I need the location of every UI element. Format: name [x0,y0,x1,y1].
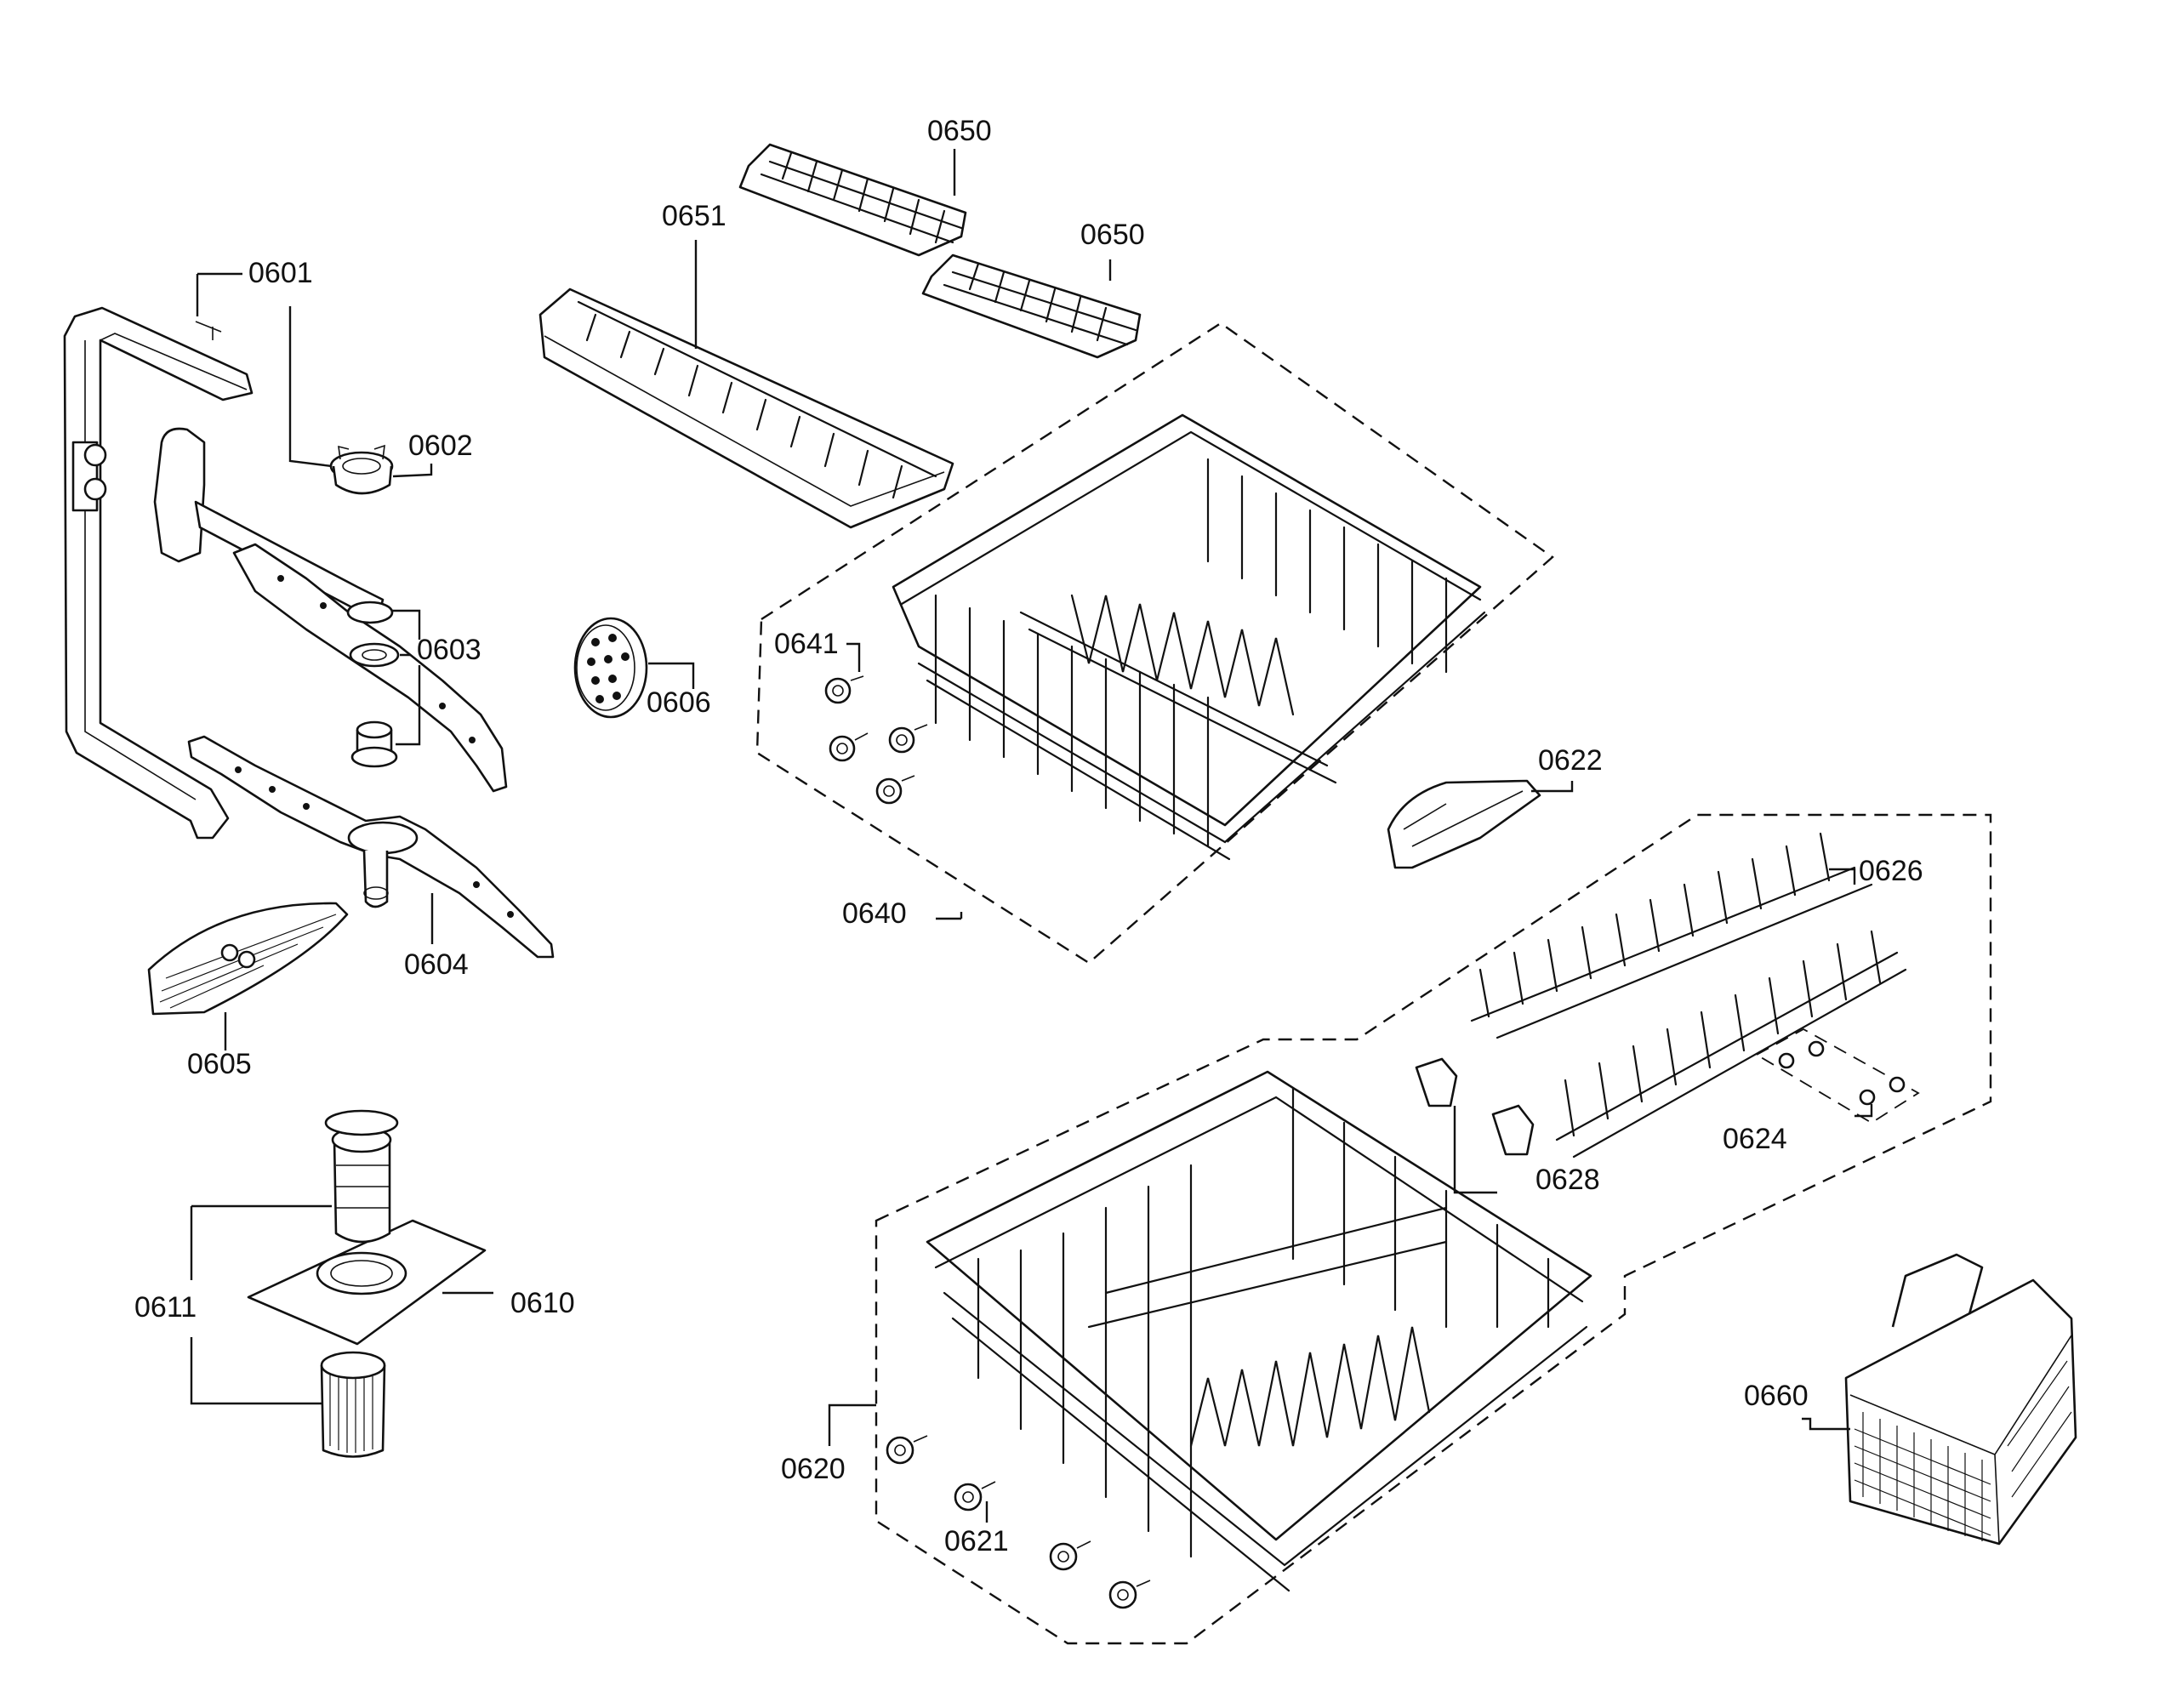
label-0660: 0660 [1744,1380,1809,1412]
fine-filter-plate [147,902,349,1016]
upper-spray-arm [153,427,508,793]
label-0620: 0620 [781,1453,846,1485]
part-labels: 0601 0602 0603 0604 0605 0606 0610 0611 … [134,115,1923,1557]
label-0621: 0621 [944,1525,1009,1557]
label-0601: 0601 [248,257,313,289]
label-0650-upper: 0650 [927,115,992,147]
label-0640: 0640 [842,897,907,930]
label-0606: 0606 [647,686,711,719]
label-0604: 0604 [404,948,469,981]
nozzle-ring-part [329,444,394,495]
lower-basket-rollers [886,1435,1151,1609]
spray-supply-pipe [63,306,254,840]
label-0651: 0651 [662,200,726,232]
label-0610: 0610 [510,1287,575,1319]
label-0624: 0624 [1723,1123,1787,1155]
cutlery-tray [538,288,954,529]
round-filter-disc [573,617,648,719]
label-0650-lower: 0650 [1080,219,1145,251]
filter-assembly [247,1109,487,1458]
folding-tine-racks [1470,832,1907,1159]
label-0622: 0622 [1538,744,1603,777]
lower-spray-arm [187,735,555,959]
cutlery-basket [1844,1253,2077,1546]
label-0628: 0628 [1535,1164,1600,1196]
cup-rack-shelf-lower [921,253,1142,359]
lower-basket [875,813,1992,1645]
label-0605: 0605 [187,1048,252,1080]
basket-handle [1387,779,1541,869]
leader-lines [190,149,1873,1523]
upper-basket [755,322,1554,965]
label-0603: 0603 [417,634,481,666]
label-0626: 0626 [1859,855,1923,887]
label-0611: 0611 [134,1291,197,1324]
label-0641: 0641 [774,628,839,660]
rack-clips [1415,1057,1535,1156]
label-0602: 0602 [408,430,473,462]
cup-rack-shelf-upper [738,143,967,257]
clip-set [1755,1028,1920,1124]
upper-basket-rollers [824,675,928,805]
